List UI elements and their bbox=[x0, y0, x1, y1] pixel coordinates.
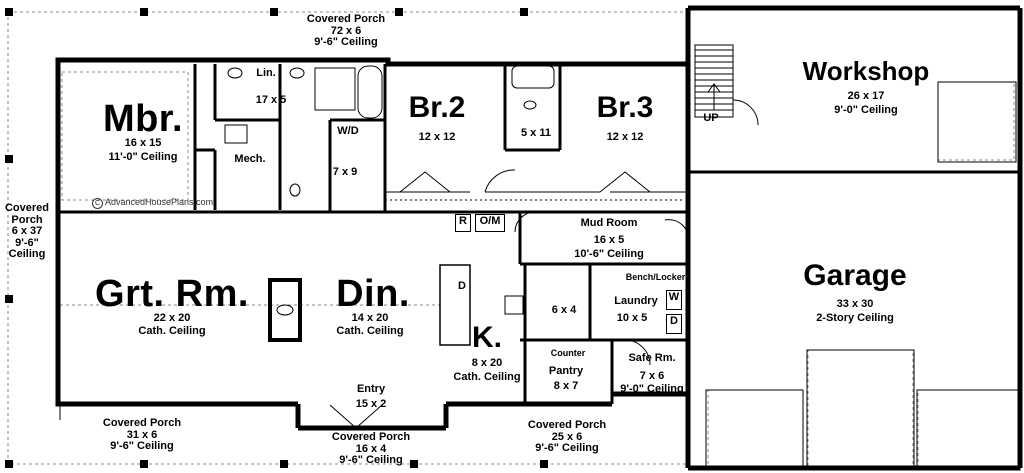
bedroom-2-label: Br.2 bbox=[408, 91, 466, 124]
dishwasher-label: D bbox=[458, 280, 466, 292]
safe-room-dim: 7 x 6 bbox=[639, 370, 665, 382]
master-bath-dim: 17 x 5 bbox=[255, 94, 287, 106]
kitchen-dim: 8 x 20 bbox=[471, 357, 503, 369]
stairs-up-label: UP bbox=[703, 112, 719, 124]
master-bedroom-dim: 16 x 15 bbox=[124, 137, 162, 149]
laundry-dim: 10 x 5 bbox=[616, 312, 648, 324]
workshop-ceiling: 9'-0" Ceiling bbox=[834, 104, 898, 116]
porch-bottom-left-label: Covered Porch 31 x 6 9'-6" Ceiling bbox=[102, 417, 182, 453]
wd-label: W/D bbox=[337, 125, 359, 137]
entry-label: Entry bbox=[356, 383, 386, 395]
bath-2-dim: 5 x 11 bbox=[521, 127, 551, 139]
master-bedroom-label: Mbr. bbox=[102, 98, 184, 140]
master-bedroom-ceiling: 11'-0" Ceiling bbox=[108, 151, 178, 163]
oven-microwave-label: O/M bbox=[475, 214, 505, 232]
garage-label: Garage bbox=[803, 259, 907, 292]
laundry-label: Laundry bbox=[614, 295, 658, 307]
porch-top-label: Covered Porch 72 x 6 9'-6" Ceiling bbox=[306, 13, 386, 49]
counter-label: Counter bbox=[550, 348, 586, 358]
dining-ceiling: Cath. Ceiling bbox=[336, 325, 404, 337]
dining-dim: 14 x 20 bbox=[351, 312, 389, 324]
mud-room-dim: 16 x 5 bbox=[593, 234, 625, 246]
workshop-label: Workshop bbox=[802, 56, 930, 86]
washer-label: W bbox=[666, 290, 682, 310]
mud-room-label: Mud Room bbox=[580, 217, 638, 229]
garage-dim: 33 x 30 bbox=[836, 298, 874, 310]
mech-label: Mech. bbox=[234, 153, 266, 165]
workshop-dim: 26 x 17 bbox=[847, 90, 885, 102]
porch-bottom-center-label: Covered Porch 16 x 4 9'-6" Ceiling bbox=[331, 431, 411, 467]
dining-label: Din. bbox=[336, 273, 410, 315]
bedroom-2-dim: 12 x 12 bbox=[418, 131, 456, 143]
bedroom-3-label: Br.3 bbox=[596, 91, 654, 124]
refrigerator-label: R bbox=[455, 214, 471, 232]
safe-room-ceiling: 9'-0" Ceiling bbox=[620, 383, 684, 395]
pantry-label: Pantry bbox=[548, 365, 584, 377]
porch-left-label: Covered Porch 6 x 37 9'-6" Ceiling bbox=[4, 202, 50, 261]
bedroom-3-dim: 12 x 12 bbox=[606, 131, 644, 143]
safe-room-label: Safe Rm. bbox=[628, 352, 676, 364]
half-bath-dim: 6 x 4 bbox=[551, 304, 577, 316]
porch-bottom-right-label: Covered Porch 25 x 6 9'-6" Ceiling bbox=[527, 419, 607, 455]
dryer-label: D bbox=[666, 314, 682, 334]
great-room-dim: 22 x 20 bbox=[153, 312, 191, 324]
garage-ceiling: 2-Story Ceiling bbox=[816, 312, 894, 324]
kitchen-label: K. bbox=[472, 321, 502, 354]
closet-dim: 7 x 9 bbox=[332, 166, 358, 178]
kitchen-ceiling: Cath. Ceiling bbox=[453, 371, 521, 383]
mud-room-ceiling: 10'-6" Ceiling bbox=[574, 248, 644, 260]
great-room-ceiling: Cath. Ceiling bbox=[138, 325, 206, 337]
pantry-dim: 8 x 7 bbox=[553, 380, 579, 392]
linen-label: Lin. bbox=[256, 67, 276, 79]
bench-lockers-label: Bench/Lockers bbox=[625, 272, 691, 282]
entry-dim: 15 x 2 bbox=[355, 398, 387, 410]
great-room-label: Grt. Rm. bbox=[95, 273, 249, 315]
